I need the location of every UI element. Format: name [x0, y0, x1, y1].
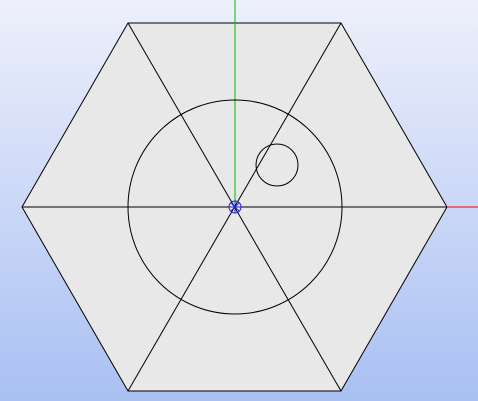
origin-marker-icon[interactable]: [228, 200, 242, 214]
center-circle[interactable]: [127, 99, 343, 315]
small-offset-circle[interactable]: [255, 143, 299, 187]
